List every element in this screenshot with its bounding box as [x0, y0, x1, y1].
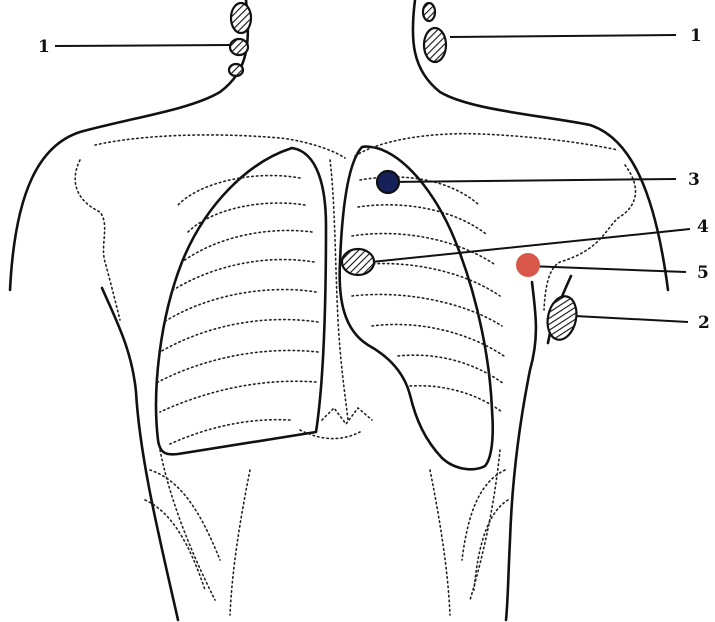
cervical-node-right-lower [424, 28, 446, 62]
rib-left-8 [160, 381, 316, 412]
rib-left-4 [170, 260, 314, 292]
leader-right-1 [450, 35, 676, 37]
label-2: 2 [698, 313, 710, 333]
label-right-1: 1 [690, 26, 702, 46]
leader-5 [528, 266, 686, 272]
left-lung-outline [156, 148, 326, 454]
skeleton-dotted [75, 134, 635, 615]
cervical-node-right-upper [423, 3, 435, 21]
leader-left-1 [55, 45, 230, 46]
parasternal-node [342, 249, 374, 275]
cervical-node-left-lower [229, 64, 243, 76]
marker-3-dot [377, 171, 399, 193]
abdomen-left [230, 470, 250, 615]
label-4: 4 [697, 217, 709, 237]
rib-right-8 [410, 386, 502, 412]
rib-left-3 [182, 230, 312, 262]
label-3: 3 [688, 170, 700, 190]
costal-arch [300, 430, 360, 439]
leader-lines [55, 35, 690, 322]
label-5: 5 [697, 263, 709, 283]
rib-left-9 [170, 420, 290, 444]
costal-margin-right [470, 450, 500, 600]
shoulder-right [544, 165, 635, 310]
trunk-right-outline [506, 282, 536, 620]
neck-right-outline [413, 0, 668, 290]
rib-left-6 [160, 320, 318, 352]
label-left-1: 1 [38, 37, 50, 57]
right-lung-outline [340, 147, 493, 470]
clavicle-right [355, 134, 618, 156]
lungs [156, 147, 493, 470]
lymph-nodes [229, 3, 580, 342]
lower-rib-right-a [462, 470, 505, 560]
cervical-node-left-upper [231, 3, 251, 33]
rib-right-2 [358, 205, 486, 234]
leader-2 [575, 316, 688, 322]
shoulder-left [75, 160, 120, 320]
lower-rib-right-b [474, 500, 508, 590]
marker-5-dot [516, 253, 540, 277]
cervical-node-left-middle [230, 39, 248, 55]
rib-left-5 [164, 290, 316, 322]
abdomen-right [430, 470, 450, 615]
rib-left-7 [158, 350, 318, 382]
